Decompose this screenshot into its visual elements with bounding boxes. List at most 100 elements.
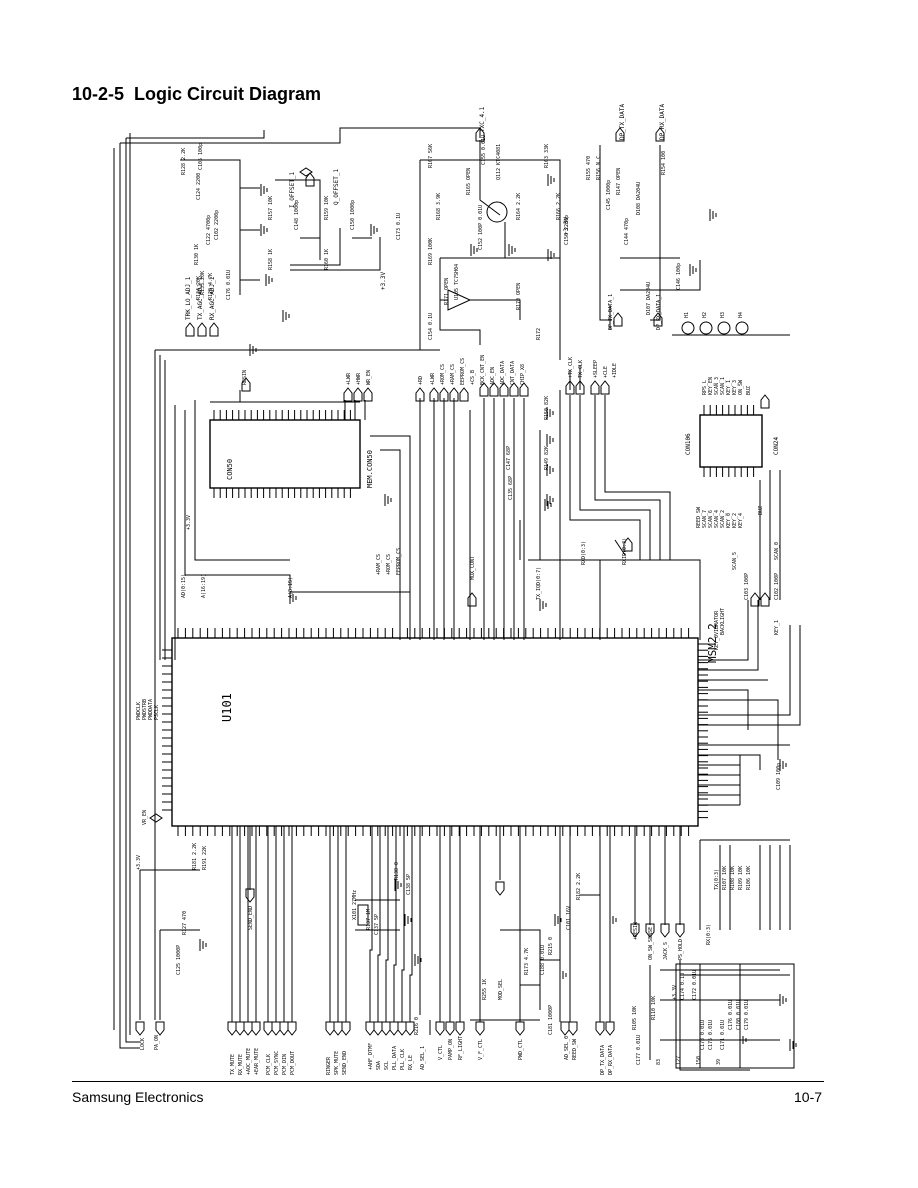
port-arrow-icon [475, 127, 485, 142]
diagram-label: R164 2.2K [516, 193, 522, 220]
diagram-label: C103 100P [744, 573, 750, 600]
diagram-label: C181 1000P [548, 1005, 554, 1035]
port-arrow-icon [519, 382, 529, 397]
port-arrow-icon [515, 1021, 525, 1036]
port-arrow-icon [227, 1021, 237, 1036]
u101-top-pins [177, 628, 690, 638]
diagram-label: PCM_DOUT [290, 1051, 296, 1075]
diagram-label: C145 1000p [606, 180, 612, 210]
diagram-label: KEY_2 [732, 513, 738, 528]
port-arrow-icon [760, 592, 770, 607]
diagram-label: +3.3V [136, 855, 142, 870]
diagram-label: PWDSTRB [142, 699, 148, 720]
diagram-label: PLL_DATA [392, 1046, 398, 1070]
diagram-label: R155 470 [586, 156, 592, 180]
diagram-label: R191 22K [202, 846, 208, 870]
diagram-label: A(0:15) [288, 577, 294, 598]
diagram-label: R159 10K [324, 196, 330, 220]
diagram-label: C150 1000p [350, 200, 356, 230]
port-arrow-icon [397, 1021, 407, 1036]
diagram-label: C152 100P 0.01U [478, 205, 484, 250]
diagram-label: +TX_CLK [568, 357, 574, 378]
port-arrow-icon [251, 1021, 261, 1036]
diagram-label: DP_RX_DATA [659, 103, 666, 140]
port-arrow-icon [750, 592, 760, 607]
memory-part: CON50 [226, 459, 234, 480]
port-arrow-icon [381, 1021, 391, 1036]
diagram-label: C173 0.1U [396, 213, 402, 240]
diagram-label: RX_AGC_ADJ_1 [209, 276, 216, 320]
diagram-label: +AOC_MUTE [246, 1048, 252, 1075]
diagram-label: R216 0 [414, 1017, 420, 1035]
diagram-label: R149 82K [544, 446, 550, 470]
memory-pins [213, 410, 351, 498]
port-arrow-icon [279, 1021, 289, 1036]
u101-left-pins [162, 649, 172, 811]
diagram-label: R128 2.2K [181, 148, 187, 175]
port-arrow-icon [623, 537, 633, 552]
diagram-label: R165 OPEN [466, 168, 472, 195]
connector-pins [703, 405, 755, 477]
diagram-label: +RD [418, 376, 424, 385]
port-arrow-icon [197, 322, 207, 337]
diagram-label: R130 1K [194, 244, 200, 265]
diagram-label: KEY_1 [726, 380, 732, 395]
ground-symbols [199, 174, 797, 1051]
port-arrow-icon [243, 1021, 253, 1036]
diagram-label: MUX_CONT [470, 556, 476, 580]
port-arrow-icon [341, 1021, 351, 1036]
diagram-label: SCAN_7 [702, 510, 708, 528]
diagram-label: C122 4700p [206, 215, 212, 245]
diagram-label: +ROM_CS [440, 364, 446, 385]
diagram-label: R169 100K [428, 238, 434, 265]
diagram-label: RESIN [242, 370, 248, 385]
diagram-label: +ROM_CS [386, 554, 392, 575]
port-arrow-icon [415, 387, 425, 402]
memory-label: MEM.CON50 [366, 450, 374, 488]
hole-h4 [735, 321, 749, 335]
diagram-label: C101 16V [566, 906, 572, 930]
diagram-label: EEPROM_CS [396, 548, 402, 575]
port-arrow-icon [565, 380, 575, 395]
diagram-label: SCAN_1 [720, 377, 726, 395]
diagram-label: C172 0.01U [692, 970, 698, 1000]
diagram-label: EEPROM_CS [460, 358, 466, 385]
diagram-label: TX_AGC_ADJ_1 [197, 276, 204, 320]
diagram-label: H1 [684, 312, 690, 318]
diagram-label: R181 2.2K [192, 843, 198, 870]
right-chip-alt: CON24 [773, 437, 780, 455]
port-arrow-icon [135, 1021, 145, 1036]
diagram-label: A(16:19) [201, 574, 207, 598]
diagram-label: RX_MUTE [238, 1054, 244, 1075]
diagram-label: R147 OPEN [616, 168, 622, 195]
diagram-label: R133 20K [200, 271, 206, 295]
diagram-label: TX_CLK [578, 360, 584, 378]
port-arrow-icon [245, 888, 255, 903]
port-arrow-icon [613, 312, 623, 327]
port-arrow-icon [630, 923, 640, 938]
diagram-label: V_F_CTL [478, 1039, 484, 1060]
title-text: Logic Circuit Diagram [134, 84, 322, 104]
port-arrow-icon [600, 380, 610, 395]
diagram-label: R108 10K [730, 866, 736, 890]
diagram-label: C156 2200p [564, 215, 570, 245]
diagram-label: C135 68P [508, 476, 514, 500]
diagram-label: 127 [676, 1056, 682, 1065]
diagram-label: RPS_L [702, 380, 708, 395]
diagram-label: X101 27MHz [352, 890, 358, 920]
port-connectors [135, 127, 770, 1036]
diagram-label: KEY_0 [726, 513, 732, 528]
diagram-label: +LWR [346, 372, 352, 385]
diagram-label: R171 OPEN [444, 278, 450, 305]
diagram-label: BCK_CNT_EN [480, 355, 486, 385]
diagram-label: Q112 KTC4081 [496, 144, 502, 180]
diagram-label: R110 10K [651, 996, 657, 1020]
diagram-label: CNT_DATA [510, 361, 516, 385]
diagram-label: PS_HOLD [678, 939, 684, 960]
diagram-label: C154 0.1U [428, 313, 434, 340]
diagram-label: SCAN_4 [714, 510, 720, 528]
diagram-label: +3.3V [563, 217, 570, 235]
port-arrow-icon [287, 1021, 297, 1036]
